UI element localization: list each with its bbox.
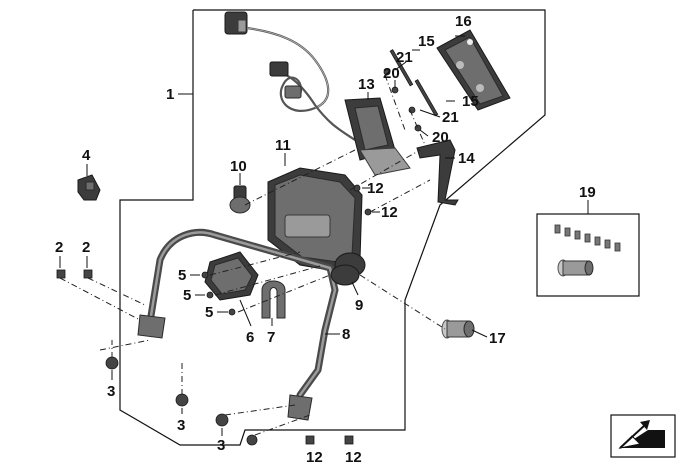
assembly-lines [59, 74, 446, 436]
callout-20-right: 20 [432, 129, 449, 146]
callout-3-c: 3 [217, 437, 225, 454]
holder-bracket-part [344, 97, 411, 176]
mount-plate-part [204, 251, 259, 301]
callout-1: 1 [166, 86, 174, 103]
callout-16: 16 [455, 13, 472, 30]
callout-3-a: 3 [107, 383, 115, 400]
callout-9: 9 [355, 297, 363, 314]
assembly-frame [119, 9, 546, 446]
callout-5-a: 5 [178, 267, 186, 284]
callout-19: 19 [579, 184, 596, 201]
small-fasteners [56, 49, 439, 446]
callout-14: 14 [458, 150, 475, 167]
callout-10: 10 [230, 158, 247, 175]
callout-12-a: 12 [367, 180, 384, 197]
callout-20-top: 20 [383, 65, 400, 82]
callout-5-b: 5 [183, 287, 191, 304]
leader-lines [59, 35, 589, 436]
kit-frame [536, 213, 640, 297]
callout-3-b: 3 [177, 417, 185, 434]
callout-21-right: 21 [442, 109, 459, 126]
callout-15-right: 15 [462, 93, 479, 110]
callout-12-b: 12 [381, 204, 398, 221]
callout-4: 4 [82, 147, 91, 164]
arrow-logo-icon [610, 414, 676, 458]
callout-5-c: 5 [205, 304, 213, 321]
callout-2-left: 2 [55, 239, 63, 256]
tube-frame-part [137, 228, 339, 421]
housing-part [267, 167, 366, 278]
callout-21-top: 21 [396, 49, 413, 66]
connector-part [77, 174, 101, 201]
callout-12-bottom-b: 12 [345, 449, 362, 462]
round-clamp-part [330, 264, 360, 286]
callout-12-bottom-a: 12 [306, 449, 323, 462]
angle-bracket-part [416, 139, 459, 206]
callout-2-right: 2 [82, 239, 90, 256]
cable-harness-part [224, 11, 356, 141]
clamp-part [261, 280, 286, 319]
callout-6: 6 [246, 329, 254, 346]
callout-7: 7 [267, 329, 275, 346]
callout-11: 11 [275, 137, 291, 154]
callout-17: 17 [489, 330, 506, 347]
callout-13: 13 [358, 76, 375, 93]
callout-8: 8 [342, 326, 350, 343]
lock-cylinder-part [441, 319, 475, 339]
callout-15-top: 15 [418, 33, 435, 50]
bushing-part [229, 185, 251, 214]
lock-kit-part [554, 224, 621, 277]
